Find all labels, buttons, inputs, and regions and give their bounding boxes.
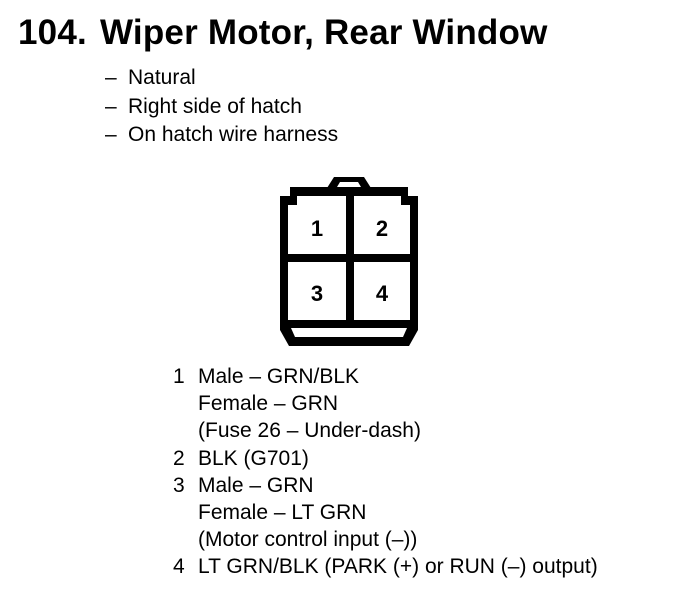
connector-cavity-2: [354, 196, 410, 254]
connector-cavity-4: [354, 262, 410, 320]
pinout-legend: 1 Male – GRN/BLK Female – GRN (Fuse 26 –…: [173, 363, 598, 581]
section-number: 104.: [18, 13, 87, 52]
connector-bottom-slot: [291, 328, 407, 337]
cavity-label-4: 4: [376, 281, 389, 306]
pinout-entry-3: 3 Male – GRN Female – LT GRN (Motor cont…: [173, 472, 598, 554]
cavity-label-1: 1: [311, 216, 323, 241]
pin-wire-line: Female – LT GRN: [198, 501, 367, 525]
pin-wire-line: (Motor control input (–)): [198, 528, 418, 552]
page-title: Wiper Motor, Rear Window: [100, 13, 548, 52]
connector-cavity-3: [288, 262, 346, 320]
pinout-entry-2: 2 BLK (G701): [173, 445, 598, 472]
pinout-entry-4: 4 LT GRN/BLK (PARK (+) or RUN (–) output…: [173, 553, 598, 580]
pin-wire-line: (Fuse 26 – Under-dash): [198, 419, 421, 443]
pin-wire-line: Female – GRN: [198, 392, 339, 416]
section-title-row: 104. Wiper Motor, Rear Window: [18, 13, 548, 53]
pin-wire-line: Male – GRN/BLK: [198, 365, 360, 388]
pin-number: 2: [173, 446, 185, 470]
note-text: Right side of hatch: [128, 94, 302, 118]
note-dash: –: [105, 123, 117, 146]
connector-cavity-1: [288, 196, 346, 254]
note-text: On hatch wire harness: [128, 123, 339, 146]
note-line: – On hatch wire harness: [105, 121, 338, 150]
pin-wire-line: Male – GRN: [198, 473, 314, 497]
pin-wire-line: LT GRN/BLK (PARK (+) or RUN (–) output): [198, 555, 598, 579]
connector-notes: – Natural – Right side of hatch – On hat…: [105, 64, 338, 150]
connector-lock-tab-slot: [337, 182, 361, 187]
pinout-entry-1: 1 Male – GRN/BLK Female – GRN (Fuse 26 –…: [173, 363, 598, 445]
note-line: – Right side of hatch: [105, 93, 338, 122]
pin-description: Male – GRN/BLK Female – GRN (Fuse 26 – U…: [198, 363, 421, 445]
pin-number: 1: [173, 365, 185, 388]
note-dash: –: [105, 66, 117, 89]
note-line: – Natural: [105, 64, 338, 93]
pin-wire-line: BLK (G701): [198, 446, 309, 470]
cavity-label-2: 2: [376, 216, 388, 241]
note-text: Natural: [128, 66, 196, 89]
pin-number: 3: [173, 473, 185, 497]
connector-diagram: 1 2 3 4: [280, 177, 418, 346]
note-dash: –: [105, 94, 117, 118]
pin-number: 4: [173, 555, 185, 579]
cavity-label-3: 3: [311, 281, 323, 306]
pin-description: BLK (G701): [198, 445, 309, 472]
pin-description: Male – GRN Female – LT GRN (Motor contro…: [198, 472, 417, 554]
pin-description: LT GRN/BLK (PARK (+) or RUN (–) output): [198, 553, 598, 580]
